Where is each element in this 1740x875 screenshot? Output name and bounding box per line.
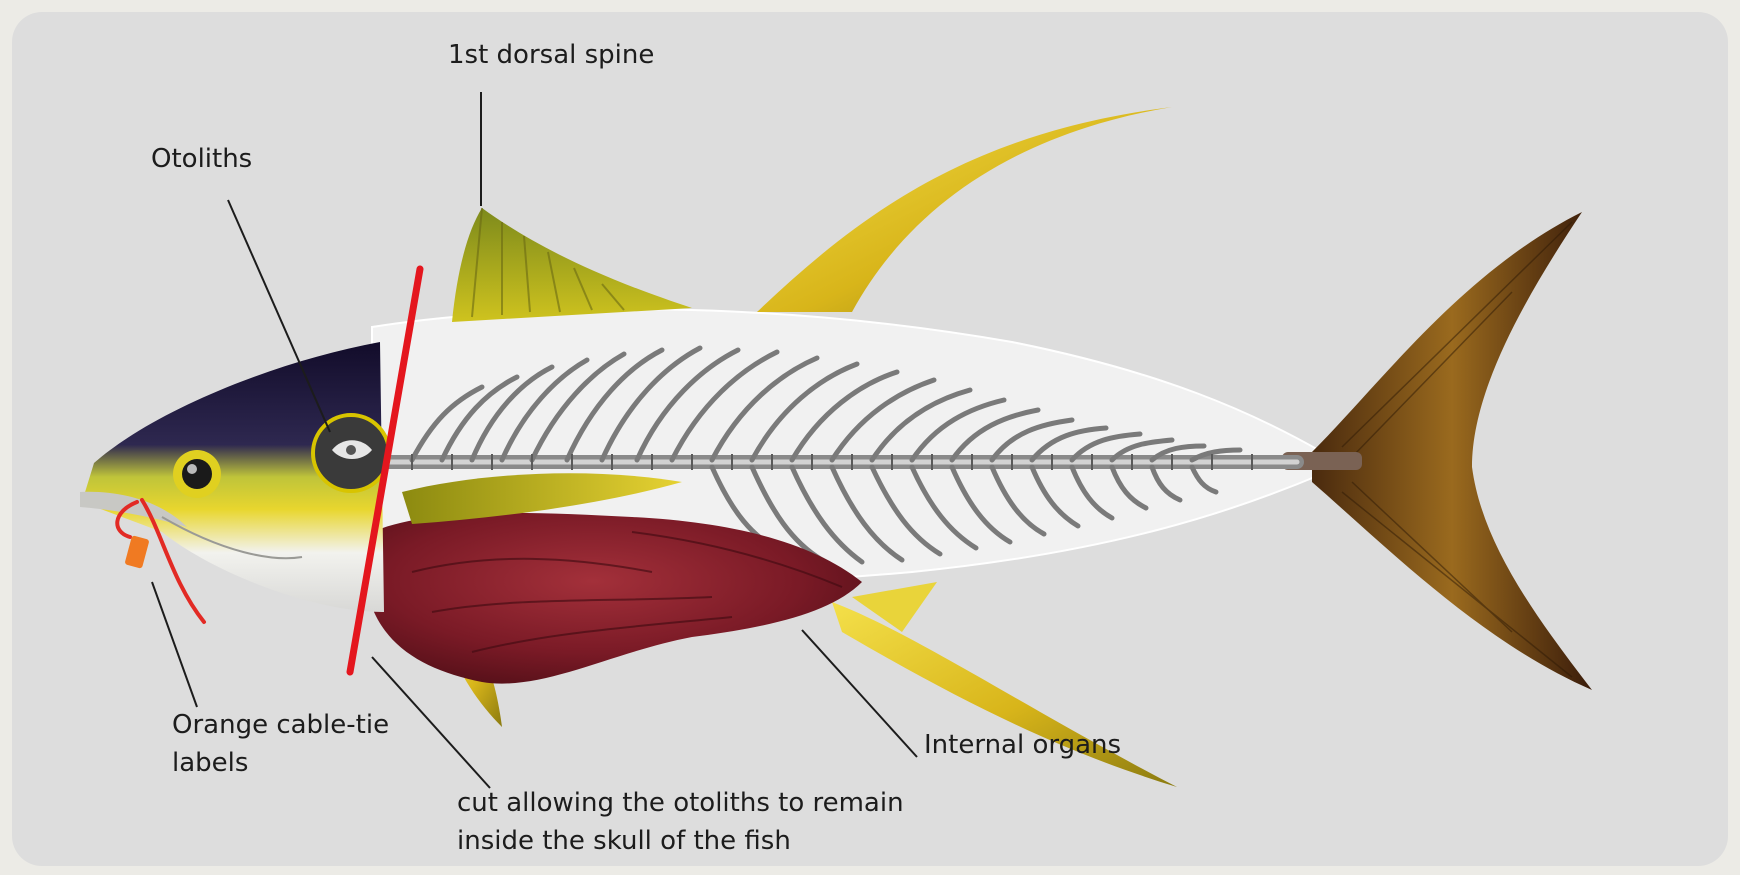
- label-first-dorsal-spine: 1st dorsal spine: [448, 36, 654, 74]
- cable-tie-tag: [124, 535, 149, 569]
- label-cut-line2: inside the skull of the fish: [457, 822, 791, 860]
- label-cable-tie-line1: Orange cable-tie: [172, 706, 389, 744]
- label-cable-tie-line2: labels: [172, 744, 248, 782]
- label-internal-organs: Internal organs: [924, 726, 1121, 764]
- second-dorsal-fin: [757, 107, 1172, 312]
- first-dorsal-fin: [452, 208, 692, 322]
- label-cut-line1: cut allowing the otoliths to remain: [457, 784, 904, 822]
- diagram-panel: 1st dorsal spine Otoliths Orange cable-t…: [12, 12, 1728, 866]
- tail-fin: [1312, 212, 1592, 690]
- label-otoliths: Otoliths: [151, 140, 252, 178]
